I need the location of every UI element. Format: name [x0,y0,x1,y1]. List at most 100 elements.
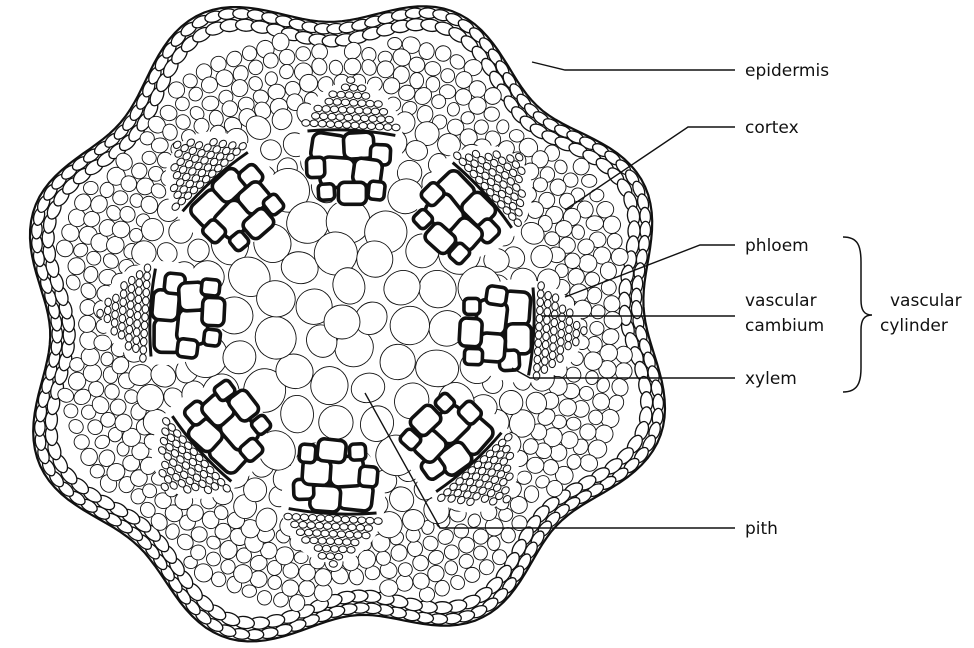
phloem-cell [128,276,135,285]
parenchyma-cell [78,280,99,302]
phloem-cell [369,115,378,122]
phloem-cell [573,329,580,338]
phloem-cell [105,298,112,307]
phloem-cell [141,321,148,330]
xylem-vessel [306,157,325,178]
parenchyma-cell [466,512,483,529]
parenchyma-cell [559,193,575,209]
phloem-cell [120,290,127,299]
phloem-cell [566,317,573,326]
phloem-cell [338,106,347,113]
phloem-cell [112,310,119,319]
phloem-cell [543,324,550,333]
parenchyma-cell [524,486,538,503]
phloem-cell [300,514,309,521]
phloem-cell [349,84,358,91]
phloem-cell [559,313,566,322]
pith-label: pith [745,519,778,539]
phloem-cell [551,318,558,327]
phloem-cell [348,524,357,531]
phloem-cell [557,338,564,347]
phloem-cell [353,92,362,99]
parenchyma-cell [396,560,415,579]
parenchyma-cell [388,542,409,564]
phloem-cell [125,334,132,343]
phloem-cell [290,521,299,528]
phloem-cell [322,105,331,112]
phloem-cell [314,105,323,112]
phloem-cell [558,321,565,330]
phloem-cell [556,354,563,363]
phloem-cell [374,518,383,525]
parenchyma-cell [526,457,545,475]
vascular-cambium-label-line1: vascular [745,291,817,311]
phloem-cell [143,280,150,289]
xylem-vessel [459,318,483,347]
phloem-cell [541,365,548,374]
phloem-cell [133,336,140,345]
parenchyma-cell [583,270,601,288]
cortex-label: cortex [745,118,799,138]
xylem-label: xylem [745,369,797,389]
phloem-cell [536,306,543,315]
phloem-cell [343,121,352,128]
phloem-cell [136,270,143,279]
phloem-cell [538,282,545,291]
phloem-cell [302,536,311,543]
phloem-cell [112,302,119,311]
phloem-cell [347,107,356,114]
phloem-cell [333,98,342,105]
phloem-cell [361,92,370,99]
epidermis-label: epidermis [745,61,829,81]
vascular-cambium-label-line2: cambium [745,316,824,336]
parenchyma-cell [566,416,582,431]
phloem-cell [344,114,353,121]
parenchyma-cell [609,376,630,398]
phloem-cell [111,327,118,336]
phloem-cell [337,531,346,538]
parenchyma-cell [444,560,459,576]
parenchyma-cell [492,550,507,565]
xylem-vessel [203,329,221,347]
vascular-cylinder-label-line1: vascular [890,291,962,311]
parenchyma-cell [100,251,121,272]
phloem-cell [572,338,579,347]
phloem-cell [351,539,360,546]
parenchyma-cell [187,238,210,262]
phloem-cell [134,303,141,312]
phloem-cell [112,294,119,303]
phloem-cell [366,100,375,107]
parenchyma-cell [67,257,86,276]
phloem-cell [325,98,334,105]
phloem-cell [535,339,542,348]
phloem-cell [359,122,368,129]
phloem-cell [142,297,149,306]
phloem-cell [358,100,367,107]
phloem-cell [573,321,580,330]
phloem-cell [121,282,128,291]
phloem-cell [337,91,346,98]
phloem-cell [136,279,143,288]
phloem-cell [362,532,371,539]
phloem-cell [329,560,338,567]
phloem-cell [347,546,356,553]
phloem-cell [550,335,557,344]
phloem-cell [119,314,126,323]
parenchyma-cell [359,57,379,78]
phloem-cell [143,288,150,297]
parenchyma-cell [579,423,596,440]
parenchyma-cell [280,394,315,433]
parenchyma-cell [296,47,311,61]
vascular-cylinder-label-line2: cylinder [880,316,948,336]
parenchyma-cell [90,464,104,478]
phloem-cell [317,515,326,522]
phloem-cell [127,301,134,310]
phloem-cell [565,333,572,342]
phloem-cell [341,84,350,91]
xylem-vessel [349,444,366,461]
xylem-vessel [299,444,316,463]
phloem-cell [104,314,111,323]
phloem-cell [542,349,549,358]
phloem-cell [134,320,141,329]
